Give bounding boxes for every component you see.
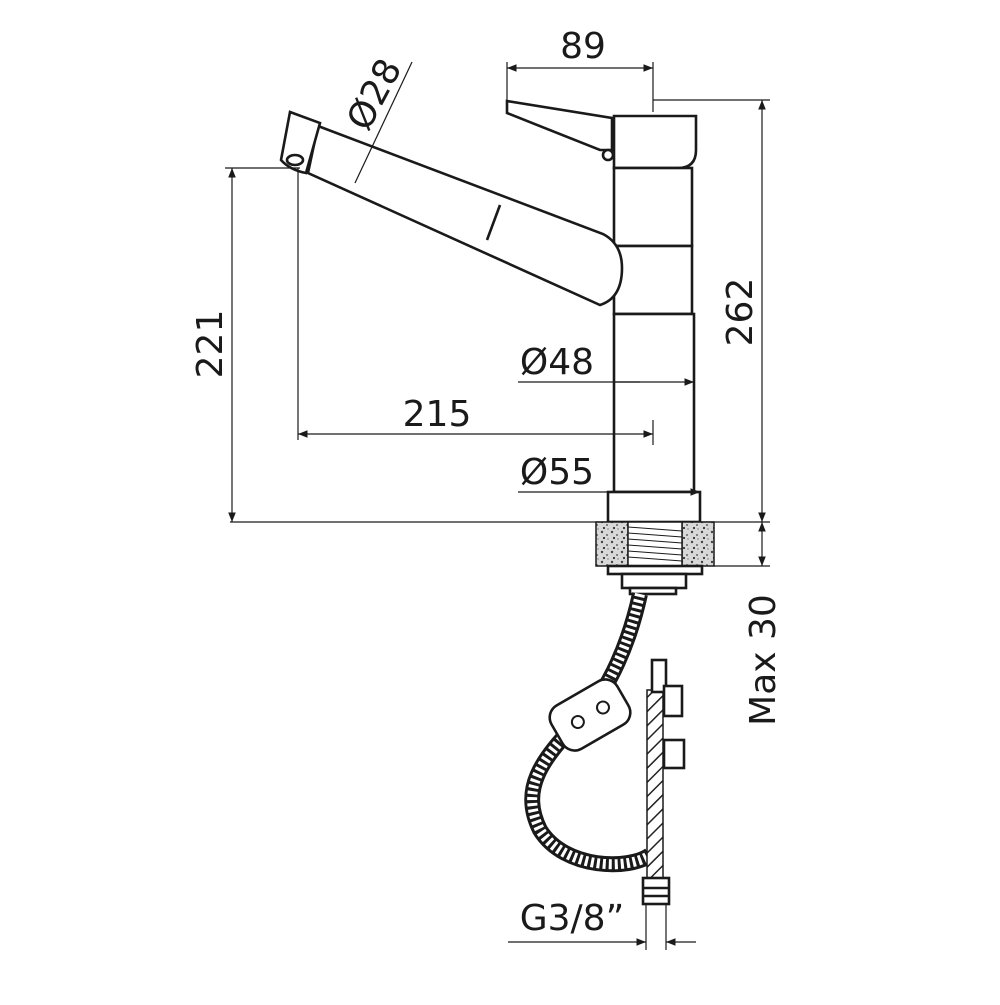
lever-handle	[505, 99, 614, 152]
dim-reach: 215	[403, 394, 472, 435]
braided-hose	[646, 689, 664, 881]
spray-outlet	[285, 153, 305, 167]
dim-total-height: 262	[720, 278, 761, 347]
column-lower	[612, 312, 696, 494]
thread-lines	[627, 526, 683, 562]
nut-lower	[628, 586, 678, 596]
base-ring	[606, 490, 702, 524]
dimension-lines	[225, 61, 770, 950]
countertop	[230, 521, 770, 596]
lever-pivot	[601, 148, 615, 162]
dim-body-diameter: Ø48	[520, 342, 594, 383]
hose-valve	[662, 684, 684, 718]
hose-fitting-top	[650, 658, 668, 694]
hose-valve-lower	[662, 738, 686, 770]
dim-thread: G3/8”	[520, 898, 624, 939]
fixing-nut	[620, 572, 688, 590]
hoses	[524, 592, 686, 906]
dim-base-diameter: Ø55	[520, 452, 594, 493]
column-middle	[612, 244, 694, 316]
deck-right	[681, 521, 715, 567]
counterweight	[548, 678, 632, 752]
dim-max-deck: Max 30	[743, 594, 784, 726]
spout-arm	[306, 124, 624, 307]
dim-spout-diameter: Ø28	[339, 52, 410, 137]
hose-connector	[641, 876, 671, 906]
dim-top-width: 89	[560, 26, 606, 67]
dim-spout-height: 221	[190, 310, 231, 379]
deck-left	[595, 521, 629, 567]
handle-cap	[612, 114, 698, 170]
faucet-body	[279, 99, 702, 524]
column-upper	[612, 166, 694, 248]
spout-joint	[485, 204, 502, 241]
